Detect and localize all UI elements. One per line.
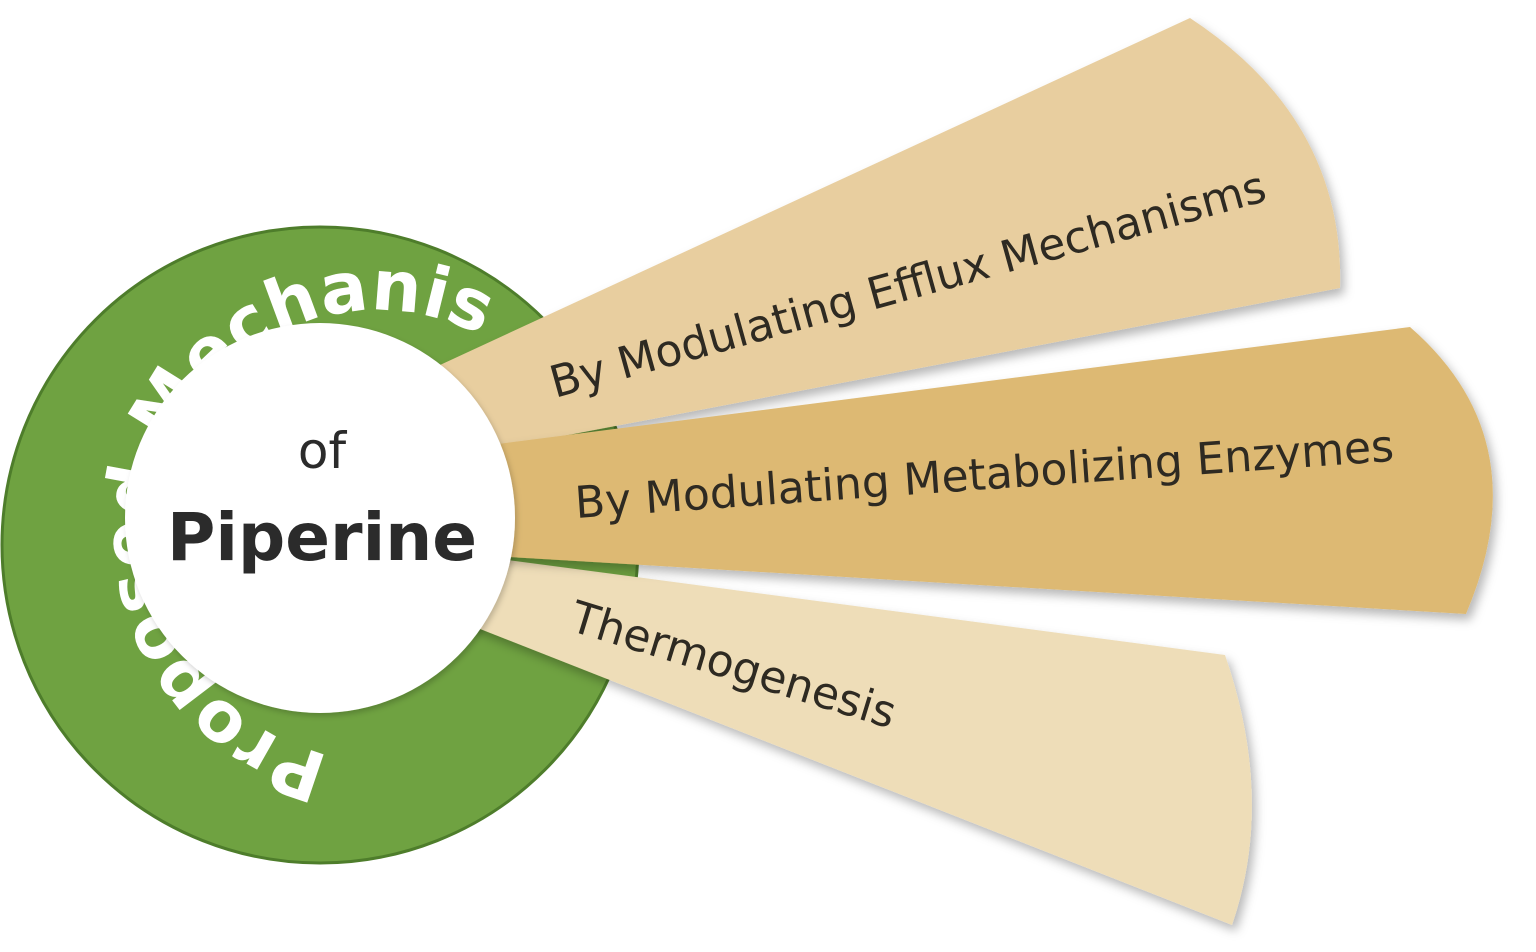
center-circle [125, 323, 515, 713]
blade-middle [490, 327, 1493, 614]
center-piperine-text: Piperine [167, 499, 477, 576]
blade-top [440, 18, 1341, 448]
blade-bottom [470, 555, 1252, 925]
center-of-text: of [298, 422, 348, 480]
